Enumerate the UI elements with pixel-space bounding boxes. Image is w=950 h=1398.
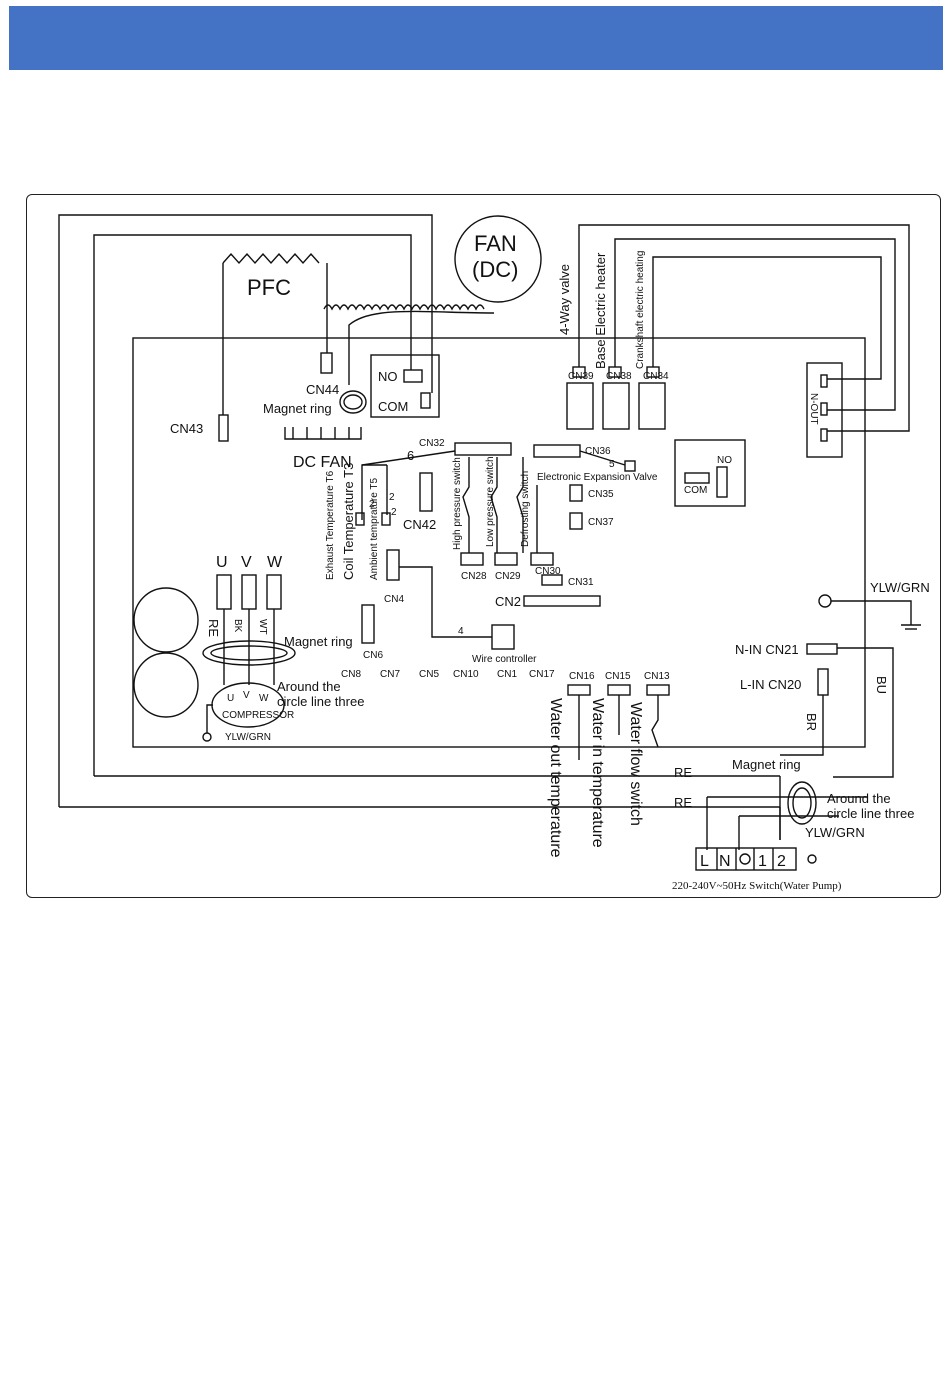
low-pressure-label: Low pressure switch [485, 456, 496, 547]
motor-u-label: U [216, 554, 228, 571]
around-label-1: Around the [277, 679, 341, 694]
header-banner [9, 6, 943, 70]
cn29-label: CN29 [495, 571, 521, 582]
re-a-label: RE [674, 765, 692, 780]
bu-label: BU [874, 676, 889, 694]
magnet-ring-bottom-label: Magnet ring [732, 757, 801, 772]
fan-label-1: FAN [474, 231, 517, 256]
wire-count-6: 6 [407, 448, 414, 463]
four-way-label: 4-Way valve [557, 264, 572, 335]
cn39-label: CN39 [568, 371, 594, 382]
cn35-label: CN35 [588, 489, 614, 500]
terminal-block [695, 847, 797, 871]
cn17-label: CN17 [529, 669, 555, 680]
terminal-2: 2 [777, 853, 786, 870]
fan-label-2: (DC) [472, 257, 518, 282]
compressor-label: COMPRESSOR [222, 710, 294, 721]
dc-fan-label: DC FAN [293, 454, 352, 471]
wire-bk-label: BK [232, 619, 243, 633]
cn10-label: CN10 [453, 669, 479, 680]
cn38-label: CN38 [606, 371, 632, 382]
cn16-label: CN16 [569, 671, 595, 682]
cn37-label: CN37 [588, 517, 614, 528]
magnet-ring-mid-label: Magnet ring [284, 634, 353, 649]
magnet-ring-top-label: Magnet ring [263, 401, 332, 416]
ambient-temp-label: Ambient temprature T5 [369, 477, 380, 580]
cn2-label: CN2 [495, 594, 521, 609]
terminal-l: L [700, 853, 709, 870]
comp-w-label: W [259, 693, 269, 704]
cn13-label: CN13 [644, 671, 670, 682]
re-b-label: RE [674, 795, 692, 810]
cn15-label: CN15 [605, 671, 631, 682]
terminal-1: 1 [758, 853, 767, 870]
water-out-label: Water out temperature [547, 698, 564, 858]
wiring-diagram: PFC FAN (DC) CN44 NO COM Magnet ring CN4… [58, 214, 930, 892]
cn43-label: CN43 [170, 421, 203, 436]
cn7-label: CN7 [380, 669, 400, 680]
cn5-label: CN5 [419, 669, 439, 680]
ylwgrn-bottom-label: YLW/GRN [805, 825, 865, 840]
cn4-label: CN4 [384, 594, 404, 605]
wire-re-label: RE [206, 619, 221, 637]
pfc-label: PFC [247, 275, 291, 300]
relay2-com-label: COM [684, 485, 707, 496]
motor-v-label: V [241, 554, 252, 571]
cn1-label: CN1 [497, 669, 517, 680]
comp-u-label: U [227, 693, 234, 704]
lin-cn20-label: L-IN CN20 [740, 677, 801, 692]
base-heater-label: Base Electric heater [593, 252, 608, 369]
around-bottom-1: Around the [827, 791, 891, 806]
motor-w-label: W [267, 554, 283, 571]
num-5: 5 [609, 459, 615, 470]
cn8-label: CN8 [341, 669, 361, 680]
terminal-n: N [719, 853, 731, 870]
n-out-label: N-OUT [808, 393, 819, 425]
cn31-label: CN31 [568, 577, 594, 588]
num-2c: 2 [391, 507, 397, 518]
around-label-2: circle line three [277, 694, 364, 709]
water-flow-label: Water flow switch [627, 702, 644, 826]
cn36-label: CN36 [585, 446, 611, 457]
cn6-label: CN6 [363, 650, 383, 661]
relay2-no-label: NO [717, 455, 732, 466]
exhaust-temp-label: Exhaust Temperature T6 [325, 470, 336, 580]
relay-no-label: NO [378, 369, 398, 384]
cn42-label: CN42 [403, 517, 436, 532]
num-4: 4 [458, 626, 464, 637]
relay-com-label: COM [378, 399, 408, 414]
cn34-label: CN34 [643, 371, 669, 382]
wiring-diagram-frame: PFC FAN (DC) CN44 NO COM Magnet ring CN4… [26, 194, 941, 898]
control-board [132, 337, 866, 748]
supply-label: 220-240V~50Hz Switch(Water Pump) [672, 880, 842, 892]
cn32-label: CN32 [419, 438, 445, 449]
coil-temp-label: Coil Temperature T3 [341, 463, 356, 580]
around-bottom-2: circle line three [827, 806, 914, 821]
ylwgrn-comp-label: YLW/GRN [225, 732, 271, 743]
water-in-label: Water in temperature [589, 698, 606, 848]
cn44-label: CN44 [306, 382, 339, 397]
cn28-label: CN28 [461, 571, 487, 582]
cn30-label: CN30 [535, 566, 561, 577]
high-pressure-label: High pressure switch [452, 457, 463, 550]
crankshaft-label: Crankshaft electric heating [635, 251, 646, 369]
wire-wt-label: WT [257, 619, 268, 635]
ylwgrn-right-label: YLW/GRN [870, 580, 930, 595]
eev-label: Electronic Expansion Valve [537, 472, 658, 483]
num-2a: 2 [369, 499, 375, 510]
nin-cn21-label: N-IN CN21 [735, 642, 799, 657]
comp-v-label: V [243, 690, 250, 701]
num-2b: 2 [389, 492, 395, 503]
wire-controller-label: Wire controller [472, 654, 537, 665]
br-label: BR [804, 713, 819, 731]
defrost-label: Defrosting switch [520, 471, 531, 547]
